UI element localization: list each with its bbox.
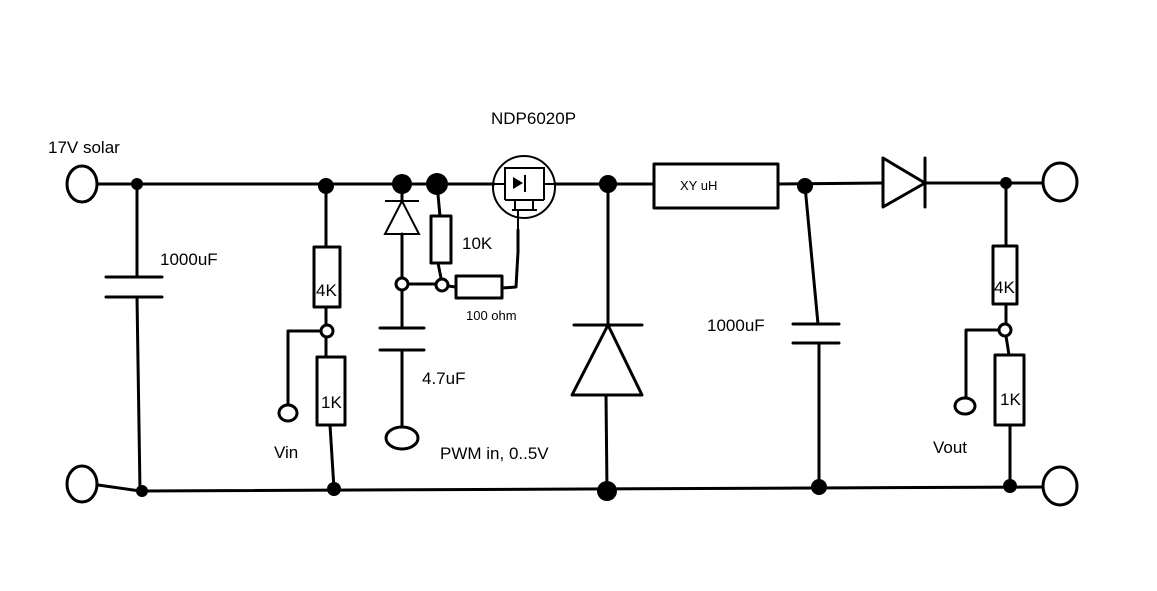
vout-r-bottom-label: 1K	[1000, 390, 1021, 409]
vin-resistor-1k	[315, 355, 347, 427]
wires	[96, 181, 1045, 493]
vout-tap-node	[997, 322, 1013, 338]
gate-cap-label: 4.7uF	[422, 369, 465, 388]
vin-tap-node	[319, 323, 335, 339]
input-cap-label: 1000uF	[160, 250, 218, 269]
pwm-input-label: PWM in, 0..5V	[440, 444, 549, 463]
solar-input-label: 17V solar	[48, 138, 120, 157]
mosfet-symbol	[492, 155, 556, 230]
solar-negative-terminal[interactable]	[65, 464, 99, 504]
vin-r-top-label: 4K	[316, 281, 337, 300]
vin-tap-label: Vin	[274, 443, 298, 462]
resistor-100-ohm	[454, 274, 504, 300]
resistor-10k	[429, 214, 453, 265]
freewheel-diode-symbol	[570, 323, 644, 397]
vout-resistor-1k	[993, 353, 1026, 427]
inductor-label: XY uH	[680, 178, 717, 193]
resistor-10k-label: 10K	[462, 234, 493, 253]
vout-r-top-label: 4K	[994, 278, 1015, 297]
diode-cap-node	[394, 276, 410, 292]
solar-positive-terminal[interactable]	[65, 164, 99, 204]
vin-terminal[interactable]	[277, 403, 299, 423]
output-positive-terminal[interactable]	[1041, 161, 1079, 203]
output-cap-label: 1000uF	[707, 316, 765, 335]
output-capacitor-symbol	[791, 322, 841, 345]
vout-tap-label: Vout	[933, 438, 967, 457]
inductor-xy-uh	[652, 162, 780, 210]
resistor-100-ohm-label: 100 ohm	[466, 308, 517, 323]
vin-r-bottom-label: 1K	[321, 393, 342, 412]
output-negative-terminal[interactable]	[1041, 465, 1079, 507]
output-diode-symbol	[881, 156, 927, 209]
gate-capacitor-symbol	[378, 326, 426, 352]
vin-resistor-4k	[312, 245, 342, 309]
junction-dots	[131, 173, 1017, 501]
mosfet-label: NDP6020P	[491, 109, 576, 128]
vout-resistor-4k	[991, 244, 1019, 306]
vout-terminal[interactable]	[953, 396, 977, 416]
protection-diode-symbol	[383, 198, 421, 235]
pwm-input-terminal[interactable]	[384, 425, 420, 451]
input-capacitor-symbol	[104, 275, 164, 299]
gate-node	[434, 277, 450, 293]
